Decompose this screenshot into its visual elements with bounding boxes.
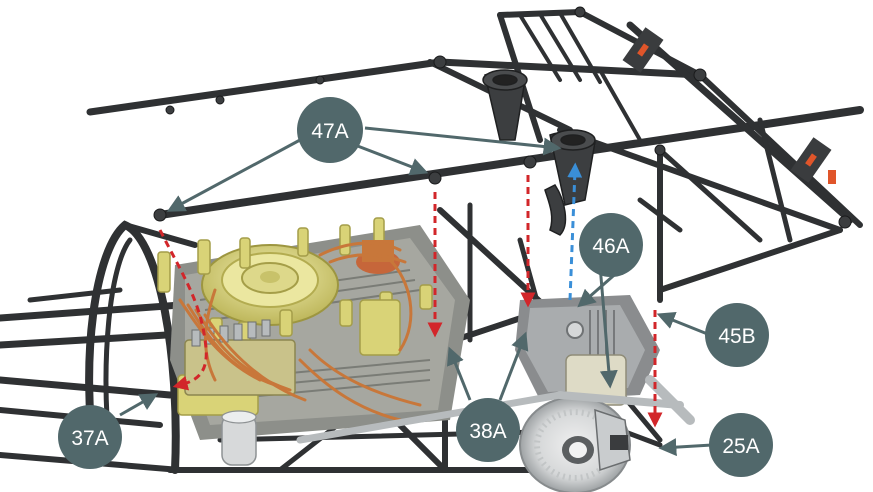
svg-text:25A: 25A (722, 435, 759, 458)
svg-text:47A: 47A (311, 120, 348, 143)
svg-text:37A: 37A (71, 427, 108, 450)
engine-block (157, 217, 470, 466)
frame-joints (153, 6, 852, 229)
callout-37a: 37A (58, 405, 122, 469)
callout-47a: 47A (297, 97, 363, 163)
svg-text:38A: 38A (469, 420, 506, 443)
red-dashed-arrow-icon (158, 175, 663, 428)
drive-shafts (296, 375, 695, 444)
callout-38a: 38A (456, 398, 520, 462)
brake-disc (519, 396, 631, 492)
ignition-wiring (178, 241, 422, 422)
transaxle (515, 295, 660, 406)
svg-text:46A: 46A (592, 235, 629, 258)
svg-text:45B: 45B (718, 325, 755, 348)
callout-45b: 45B (705, 303, 769, 367)
blue-dashed-arrow-icon (567, 162, 583, 301)
intake-trumpets (482, 69, 596, 236)
callout-25a: 25A (709, 413, 773, 477)
callout-46a: 46A (579, 213, 643, 277)
tail-lamps (622, 27, 836, 184)
